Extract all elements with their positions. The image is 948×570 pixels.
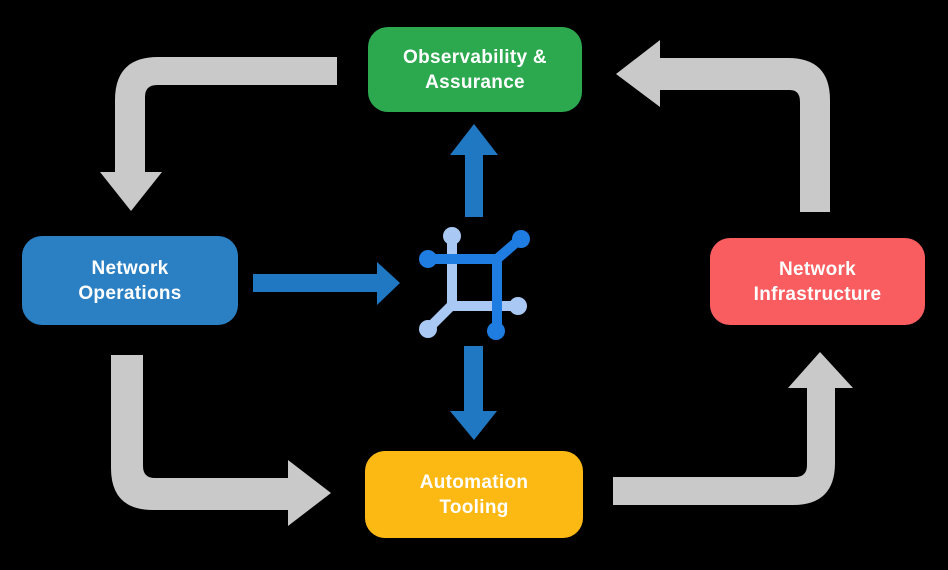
node-network-operations: Network Operations bbox=[22, 236, 238, 325]
arrow-automation-to-infrastructure bbox=[613, 352, 853, 505]
node-label-line: Network bbox=[91, 257, 169, 279]
arrow-center-to-automation bbox=[450, 346, 497, 440]
arrow-operations-to-center bbox=[253, 262, 400, 305]
node-network-infrastructure: Network Infrastructure bbox=[710, 238, 925, 325]
network-automation-icon bbox=[419, 227, 530, 340]
node-label-line: Assurance bbox=[425, 71, 525, 93]
arrow-infrastructure-to-observability bbox=[616, 40, 830, 212]
node-label-line: Tooling bbox=[439, 496, 509, 518]
arrow-operations-to-automation bbox=[111, 355, 331, 526]
arrow-observability-to-operations bbox=[100, 57, 337, 211]
node-label-line: Automation bbox=[419, 471, 529, 493]
node-label-line: Infrastructure bbox=[753, 283, 882, 305]
node-label-line: Operations bbox=[78, 282, 182, 304]
arrow-center-to-observability bbox=[450, 124, 498, 217]
node-label-line: Observability & bbox=[403, 46, 547, 68]
node-observability-assurance: Observability & Assurance bbox=[368, 27, 582, 112]
node-label-line: Network bbox=[778, 258, 857, 280]
node-automation-tooling: Automation Tooling bbox=[365, 451, 583, 538]
